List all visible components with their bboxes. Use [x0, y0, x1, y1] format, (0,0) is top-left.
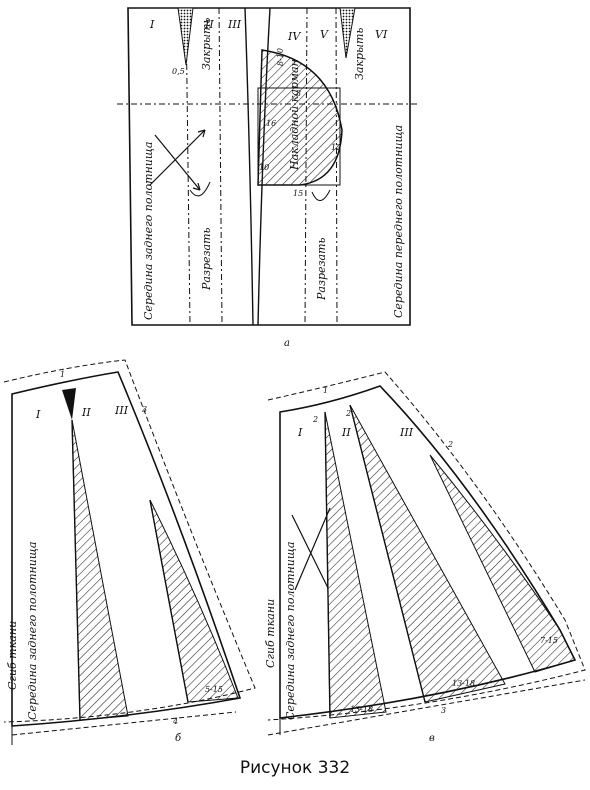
pocket-num-12: 12 [331, 143, 341, 152]
num-v-1: 1 [323, 386, 328, 395]
panel-b-label-3: III [114, 404, 129, 417]
dart-front [339, 7, 356, 59]
panel-v-label-3: III [399, 426, 414, 439]
dart-b [62, 388, 76, 420]
dart-back [177, 7, 194, 66]
pocket-size-label: 8-10 [276, 48, 285, 66]
pocket-num-3: 3 [296, 89, 301, 98]
grain-arrows-v [291, 507, 331, 591]
cut-label-right: Разрезать [315, 238, 328, 302]
cut-arrow-right [311, 189, 331, 201]
num-b-4: 4 [172, 717, 178, 726]
num-v-2b: 2 [345, 409, 351, 418]
close-label-right: Закрыть [353, 28, 366, 80]
pattern-outline-a [127, 7, 411, 326]
wedge-b-2 [149, 499, 239, 703]
num-b-3: 3 [142, 405, 147, 414]
num-v-3: 3 [441, 706, 446, 715]
panel-line-v1 [324, 411, 331, 719]
mid-back-label-a: Середина заднего полотнища [142, 142, 155, 320]
allowance-outline-b [3, 359, 256, 723]
panel-a-label-6: VI [375, 28, 388, 41]
panel-a-label-3: III [227, 18, 242, 31]
num-b-1: 1 [60, 370, 65, 379]
side-seam-left [244, 7, 254, 326]
panel-b-label-2: II [81, 406, 91, 419]
panel-divider-2 [218, 7, 223, 326]
close-value-left: 0,5 [172, 67, 185, 76]
flare-b: 5-15 [205, 685, 223, 694]
allowance-outline-v [267, 371, 586, 721]
num-v-2a: 2 [312, 415, 318, 424]
diagram-a: I II III IV V VI Закрыть 0,5 Закрыть 8-1… [117, 7, 420, 349]
num-v-2c: 2 [447, 440, 453, 449]
diagram-v: I II III 1 2 2 2 3 13-18 13-18 7-15 Сгиб… [264, 371, 586, 744]
sublabel-b: б [175, 733, 182, 744]
mid-back-label-v: Середина заднего полотнища [284, 542, 297, 720]
mid-front-label-a: Середина переднего полотнища [392, 125, 405, 318]
pocket-num-10: 10 [259, 163, 269, 172]
pocket-text: Накладной карман [288, 59, 301, 171]
fold-label-v: Сгиб ткани [264, 599, 277, 668]
cut-arrow-left [189, 181, 211, 197]
panel-line-v2 [349, 404, 426, 703]
wedge-v-3 [429, 454, 576, 673]
flare-v-1: 13-18 [350, 705, 373, 714]
pocket-num-16: 16 [266, 119, 276, 128]
panel-line-b [71, 419, 81, 721]
panel-b-label-1: I [35, 408, 41, 421]
figure-caption: Рисунок 332 [239, 758, 351, 778]
flare-v-3: 7-15 [540, 636, 558, 645]
panel-divider-4 [335, 7, 338, 326]
panel-a-label-5: V [320, 28, 329, 41]
wedge-b-1 [71, 419, 129, 721]
panel-a-label-1: I [149, 18, 155, 31]
bottom-line-b [11, 711, 237, 736]
pattern-outline-v [279, 385, 577, 719]
patch-pocket [257, 49, 343, 186]
panel-v-label-2: II [341, 426, 351, 439]
pocket-frame [257, 87, 341, 186]
grain-arrows-back [149, 129, 206, 191]
mid-back-label-b: Середина заднего полотнища [26, 542, 39, 720]
sublabel-v: в [429, 733, 435, 744]
panel-line-b2 [149, 499, 189, 703]
close-label-left: Закрыть [200, 18, 213, 70]
bottom-line-v [267, 679, 586, 736]
pocket-num-15: 15 [293, 189, 303, 198]
sublabel-a: а [284, 338, 290, 349]
panel-a-label-2: II [204, 18, 214, 31]
cut-label-left: Разрезать [200, 228, 213, 292]
panel-v-label-1: I [297, 426, 303, 439]
fold-label-b: Сгиб ткани [6, 621, 19, 690]
panel-a-label-4: IV [287, 30, 301, 43]
diagram-b: I II III 1 3 4 5-15 Сгиб ткани Середина … [3, 359, 256, 745]
flare-v-2: 13-18 [452, 679, 475, 688]
